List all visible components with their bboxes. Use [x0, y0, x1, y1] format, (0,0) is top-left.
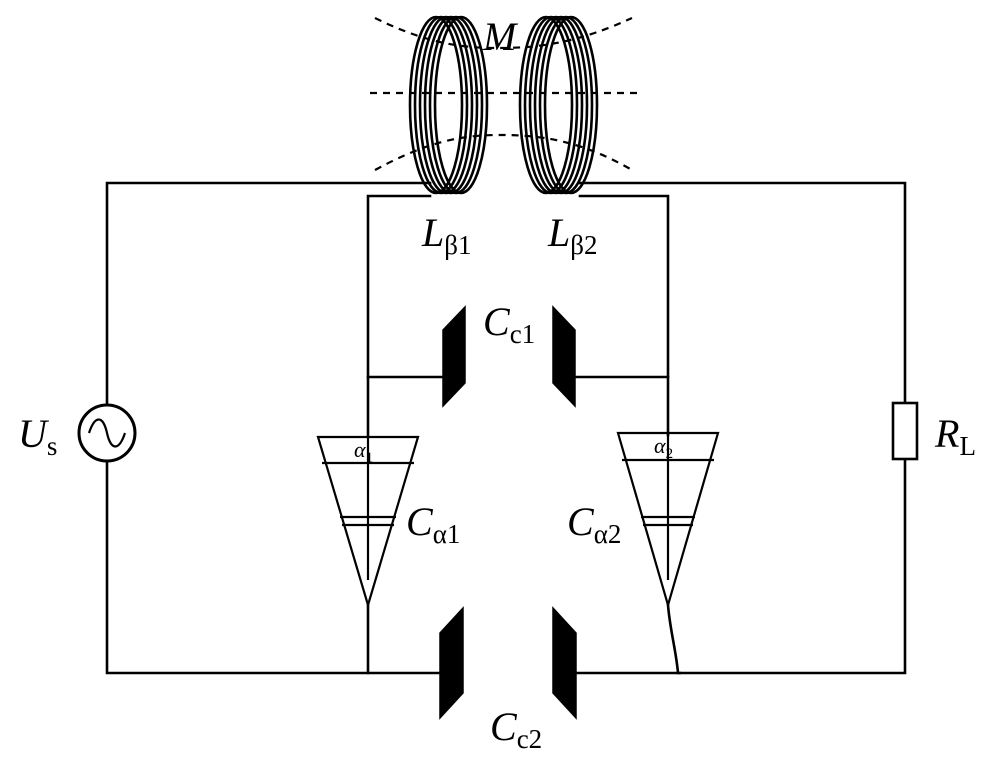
ac-source-icon [77, 403, 137, 463]
angle-a2-label: α2 [654, 433, 673, 462]
capacitor-c1-plates [442, 305, 576, 408]
mutual-inductance-label: M [482, 14, 519, 59]
capacitor-a2-label: Cα2 [567, 499, 621, 549]
inductor-coil-1 [408, 15, 489, 195]
resistor-icon [891, 401, 919, 461]
outer-loop-wires [105, 181, 907, 675]
load-label: RL [934, 411, 976, 461]
variable-capacitor-a2 [616, 431, 720, 609]
inductor-2-label: Lβ2 [547, 210, 598, 260]
variable-capacitor-a1 [316, 435, 420, 609]
capacitor-c1-label: Cc1 [483, 299, 535, 349]
capacitor-a1-label: Cα1 [406, 499, 460, 549]
inner-loop-wires [366, 194, 682, 675]
inductor-coil-2 [518, 15, 599, 195]
source-label: Us [18, 411, 57, 461]
capacitor-c2-label: Cc2 [490, 704, 542, 754]
angle-a1-label: α1 [354, 437, 373, 466]
inductor-1-label: Lβ1 [421, 210, 472, 260]
capacitor-c2-plates [439, 606, 577, 720]
